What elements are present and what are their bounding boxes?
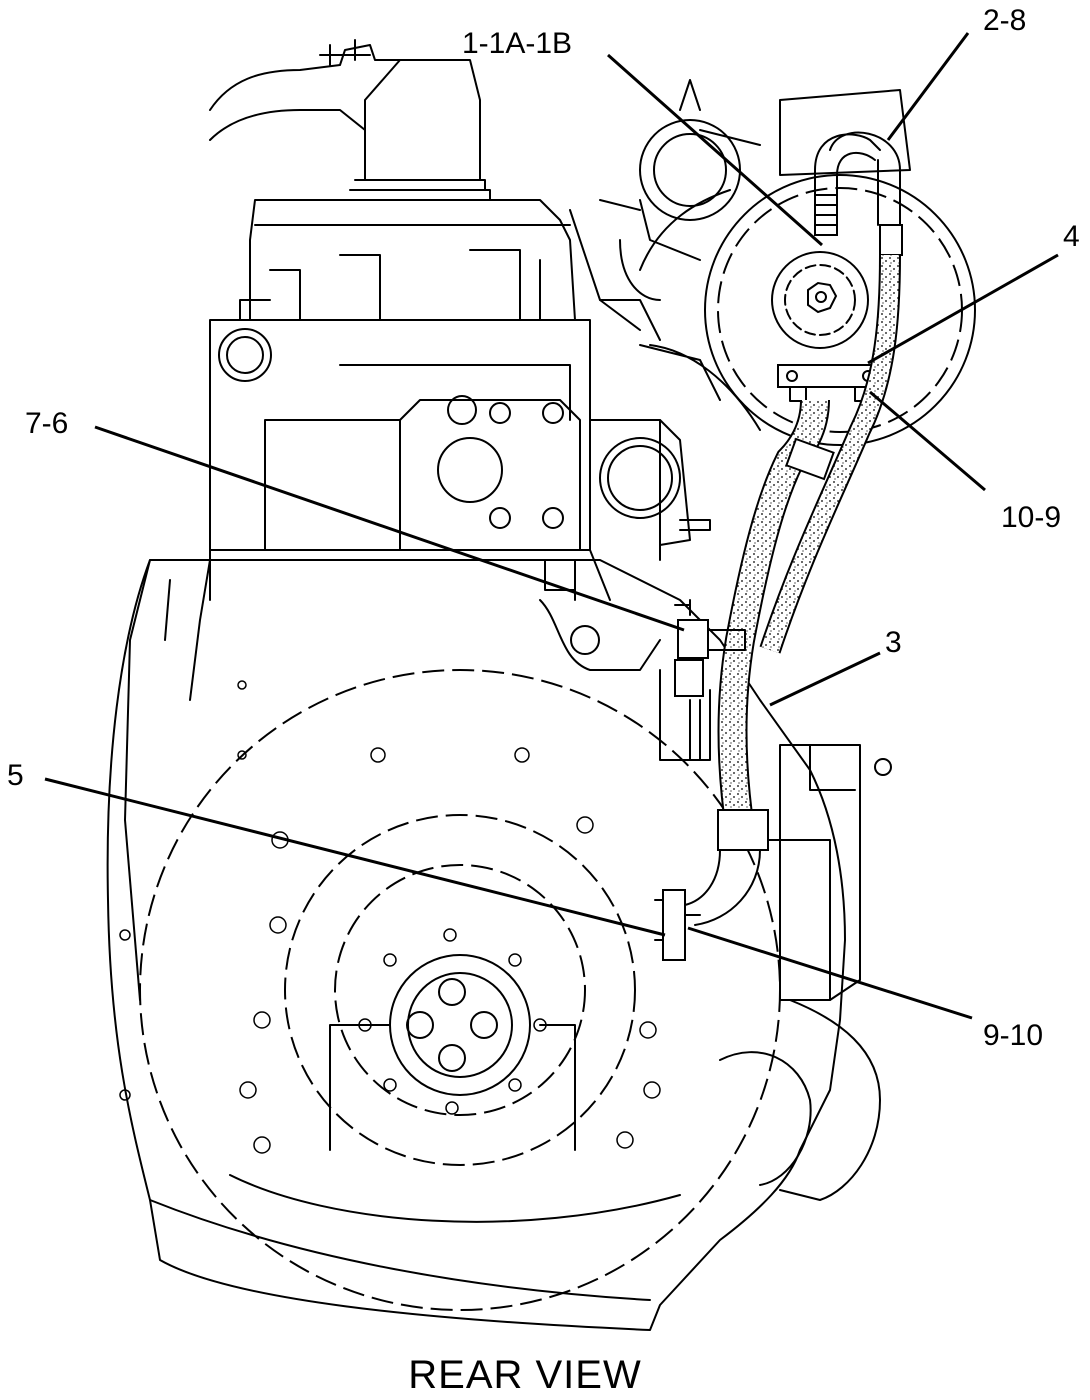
callout-9-10: 9-10 <box>983 1019 1043 1052</box>
leader-2-8 <box>886 32 970 141</box>
leader-1-1a-1b <box>607 53 823 247</box>
flywheel <box>119 669 781 1311</box>
flywheel-housing <box>106 559 846 1331</box>
callout-2-8: 2-8 <box>983 4 1026 37</box>
callout-leaders <box>44 32 1059 1020</box>
callout-7-6: 7-6 <box>25 407 68 440</box>
callout-5: 5 <box>7 759 24 792</box>
leader-4 <box>867 253 1059 365</box>
leader-7-6 <box>94 425 685 632</box>
fuel-lines <box>654 254 901 961</box>
callout-10-9: 10-9 <box>1001 501 1061 534</box>
callout-1-1a-1b: 1-1A-1B <box>462 27 572 60</box>
view-title: REAR VIEW <box>408 1353 641 1397</box>
callout-4: 4 <box>1063 220 1080 253</box>
callout-labels: 1-1A-1B 2-8 4 7-6 10-9 3 5 9-10 <box>7 4 1080 1052</box>
engine-block <box>209 39 661 671</box>
drain-fitting <box>659 599 746 761</box>
leader-10-9 <box>869 390 986 492</box>
fuel-filter-assembly <box>704 89 976 446</box>
exhaust-elbow <box>589 299 711 561</box>
leader-3 <box>769 651 881 707</box>
callout-3: 3 <box>885 626 902 659</box>
leader-5 <box>44 777 666 937</box>
leader-9-10 <box>687 926 973 1020</box>
turbocharger <box>569 79 761 431</box>
starter-motor <box>719 744 892 1201</box>
